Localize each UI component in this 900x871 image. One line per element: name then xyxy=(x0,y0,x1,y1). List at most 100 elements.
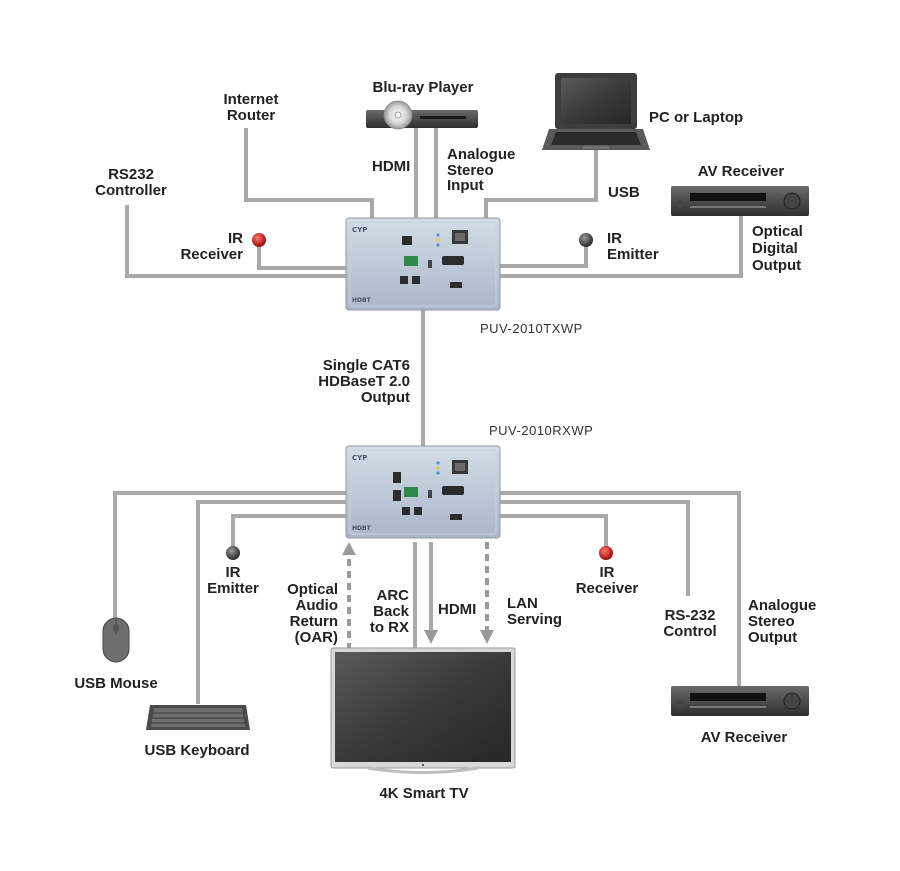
oar-label-line1: Optical xyxy=(287,581,338,598)
tx-switch-icon xyxy=(428,260,432,268)
rx-terminal-block-icon xyxy=(404,487,418,497)
cat6-label-line1: Single CAT6 xyxy=(323,357,410,374)
tx-led-2-icon xyxy=(436,238,440,242)
tx-audio-port-icon xyxy=(412,276,420,284)
ir-emitter-bottom-icon xyxy=(226,546,240,560)
ir-receiver-cable-top xyxy=(257,243,346,270)
arc-label-line2: Back xyxy=(373,603,410,620)
oar-label-line3: Return xyxy=(290,613,338,630)
hdmi-bottom-label: HDMI xyxy=(438,601,476,618)
ir-emitter-top-label-line1: IR xyxy=(607,230,622,247)
usb-top-label: USB xyxy=(608,184,640,201)
smart-tv-label: 4K Smart TV xyxy=(379,785,468,802)
tx-hdmi-port-icon xyxy=(450,282,462,288)
tx-hdbt-logo: HDBT xyxy=(352,297,372,304)
laptop-icon xyxy=(542,73,650,150)
ir-emitter-cable-top xyxy=(500,243,588,268)
rx-audio-port-icon xyxy=(414,507,422,515)
av-receiver-bottom-label: AV Receiver xyxy=(701,729,788,746)
ir-emitter-cable-bottom xyxy=(231,514,346,548)
rx-led-3-icon xyxy=(436,471,440,475)
rs232-label-line1: RS232 xyxy=(108,166,154,183)
optical-output-label-line2: Digital xyxy=(752,240,798,257)
rx-led-1-icon xyxy=(436,461,440,465)
analogue-input-label-line2: Stereo xyxy=(447,162,494,179)
optical-output-label-line1: Optical xyxy=(752,223,803,240)
oar-label-line2: Audio xyxy=(296,597,339,614)
analogue-output-label-line1: Analogue xyxy=(748,597,816,614)
rx-led-2-icon xyxy=(436,466,440,470)
ir-receiver-top-icon xyxy=(252,233,266,247)
pc-label: PC or Laptop xyxy=(649,109,743,126)
arc-label-line3: to RX xyxy=(370,619,409,636)
smart-tv-icon xyxy=(330,647,516,774)
ir-emitter-bottom-label-line1: IR xyxy=(226,564,241,581)
tx-led-3-icon xyxy=(436,243,440,247)
oar-label-line4: (OAR) xyxy=(295,629,338,646)
analogue-input-label-line3: Input xyxy=(447,177,484,194)
lan-label-line2: Serving xyxy=(507,611,562,628)
ir-receiver-bottom-label-line1: IR xyxy=(600,564,615,581)
tx-brand-logo: CYP xyxy=(352,226,367,234)
optical-output-label-line3: Output xyxy=(752,257,801,274)
rs232-cable-top xyxy=(125,205,346,278)
rx-device: CYP HDBT xyxy=(345,445,501,539)
lan-arrow xyxy=(480,630,494,644)
analogue-input-label-line1: Analogue xyxy=(447,146,515,163)
cat6-label-line2: HDBaseT 2.0 xyxy=(318,373,410,390)
ir-receiver-top-label-line1: IR xyxy=(228,230,243,247)
ir-receiver-bottom-icon xyxy=(599,546,613,560)
rx-hdbt-logo: HDBT xyxy=(352,525,372,532)
bluray-player-icon xyxy=(366,100,478,130)
rx-optical-port-icon xyxy=(402,507,410,515)
usb-cable-top xyxy=(484,150,598,222)
hdmi-top-label: HDMI xyxy=(372,158,410,175)
oar-arrow xyxy=(342,542,356,555)
rx-usb-port-1-icon xyxy=(393,472,401,483)
arc-label-line1: ARC xyxy=(377,587,410,604)
rs232-control-cable xyxy=(500,500,690,596)
tx-led-1-icon xyxy=(436,233,440,237)
tx-optical-port-icon xyxy=(400,276,408,284)
tx-usb-port-icon xyxy=(402,236,412,245)
tx-terminal-block-icon xyxy=(404,256,418,266)
usb-mouse-label: USB Mouse xyxy=(74,675,157,692)
ir-emitter-top-label-line2: Emitter xyxy=(607,246,659,263)
tx-model-label: PUV-2010TXWP xyxy=(480,321,583,336)
av-receiver-bottom-icon xyxy=(671,686,809,716)
av-receiver-top-label: AV Receiver xyxy=(698,163,785,180)
analogue-output-cable xyxy=(500,491,741,686)
usb-keyboard-icon xyxy=(146,705,250,730)
ir-receiver-bottom-label-line2: Receiver xyxy=(576,580,639,597)
ir-emitter-bottom-label-line2: Emitter xyxy=(207,580,259,597)
router-cable xyxy=(244,128,374,222)
bluray-label: Blu-ray Player xyxy=(373,79,474,96)
tx-device: CYP HDBT xyxy=(345,217,501,311)
ir-receiver-top-label-line2: Receiver xyxy=(180,246,243,263)
tx-cables xyxy=(125,126,743,446)
rx-usb-port-2-icon xyxy=(393,490,401,501)
usb-keyboard-label: USB Keyboard xyxy=(144,742,249,759)
rx-brand-logo: CYP xyxy=(352,454,367,462)
usb-keyboard-cable xyxy=(196,500,346,704)
analogue-output-label-line2: Stereo xyxy=(748,613,795,630)
rx-hdmi-port-icon xyxy=(450,514,462,520)
usb-mouse-cable xyxy=(113,491,346,618)
usb-mouse-icon xyxy=(102,617,130,663)
rx-rs232-port-icon xyxy=(442,486,464,495)
cat6-label-line3: Output xyxy=(361,389,410,406)
ir-emitter-top-icon xyxy=(579,233,593,247)
av-receiver-top-icon xyxy=(671,186,809,216)
hdmi-output-arrow xyxy=(424,630,438,644)
rs232-label-line2: Controller xyxy=(95,182,167,199)
tx-rs232-port-icon xyxy=(442,256,464,265)
analogue-output-label-line3: Output xyxy=(748,629,797,646)
rx-switch-icon xyxy=(428,490,432,498)
rx-model-label: PUV-2010RXWP xyxy=(489,423,593,438)
optical-output-cable xyxy=(500,216,743,278)
ir-receiver-cable-bottom xyxy=(500,514,608,548)
lan-label-line1: LAN xyxy=(507,595,538,612)
rs232-control-label-line2: Control xyxy=(663,623,716,640)
rx-cables xyxy=(113,491,741,704)
